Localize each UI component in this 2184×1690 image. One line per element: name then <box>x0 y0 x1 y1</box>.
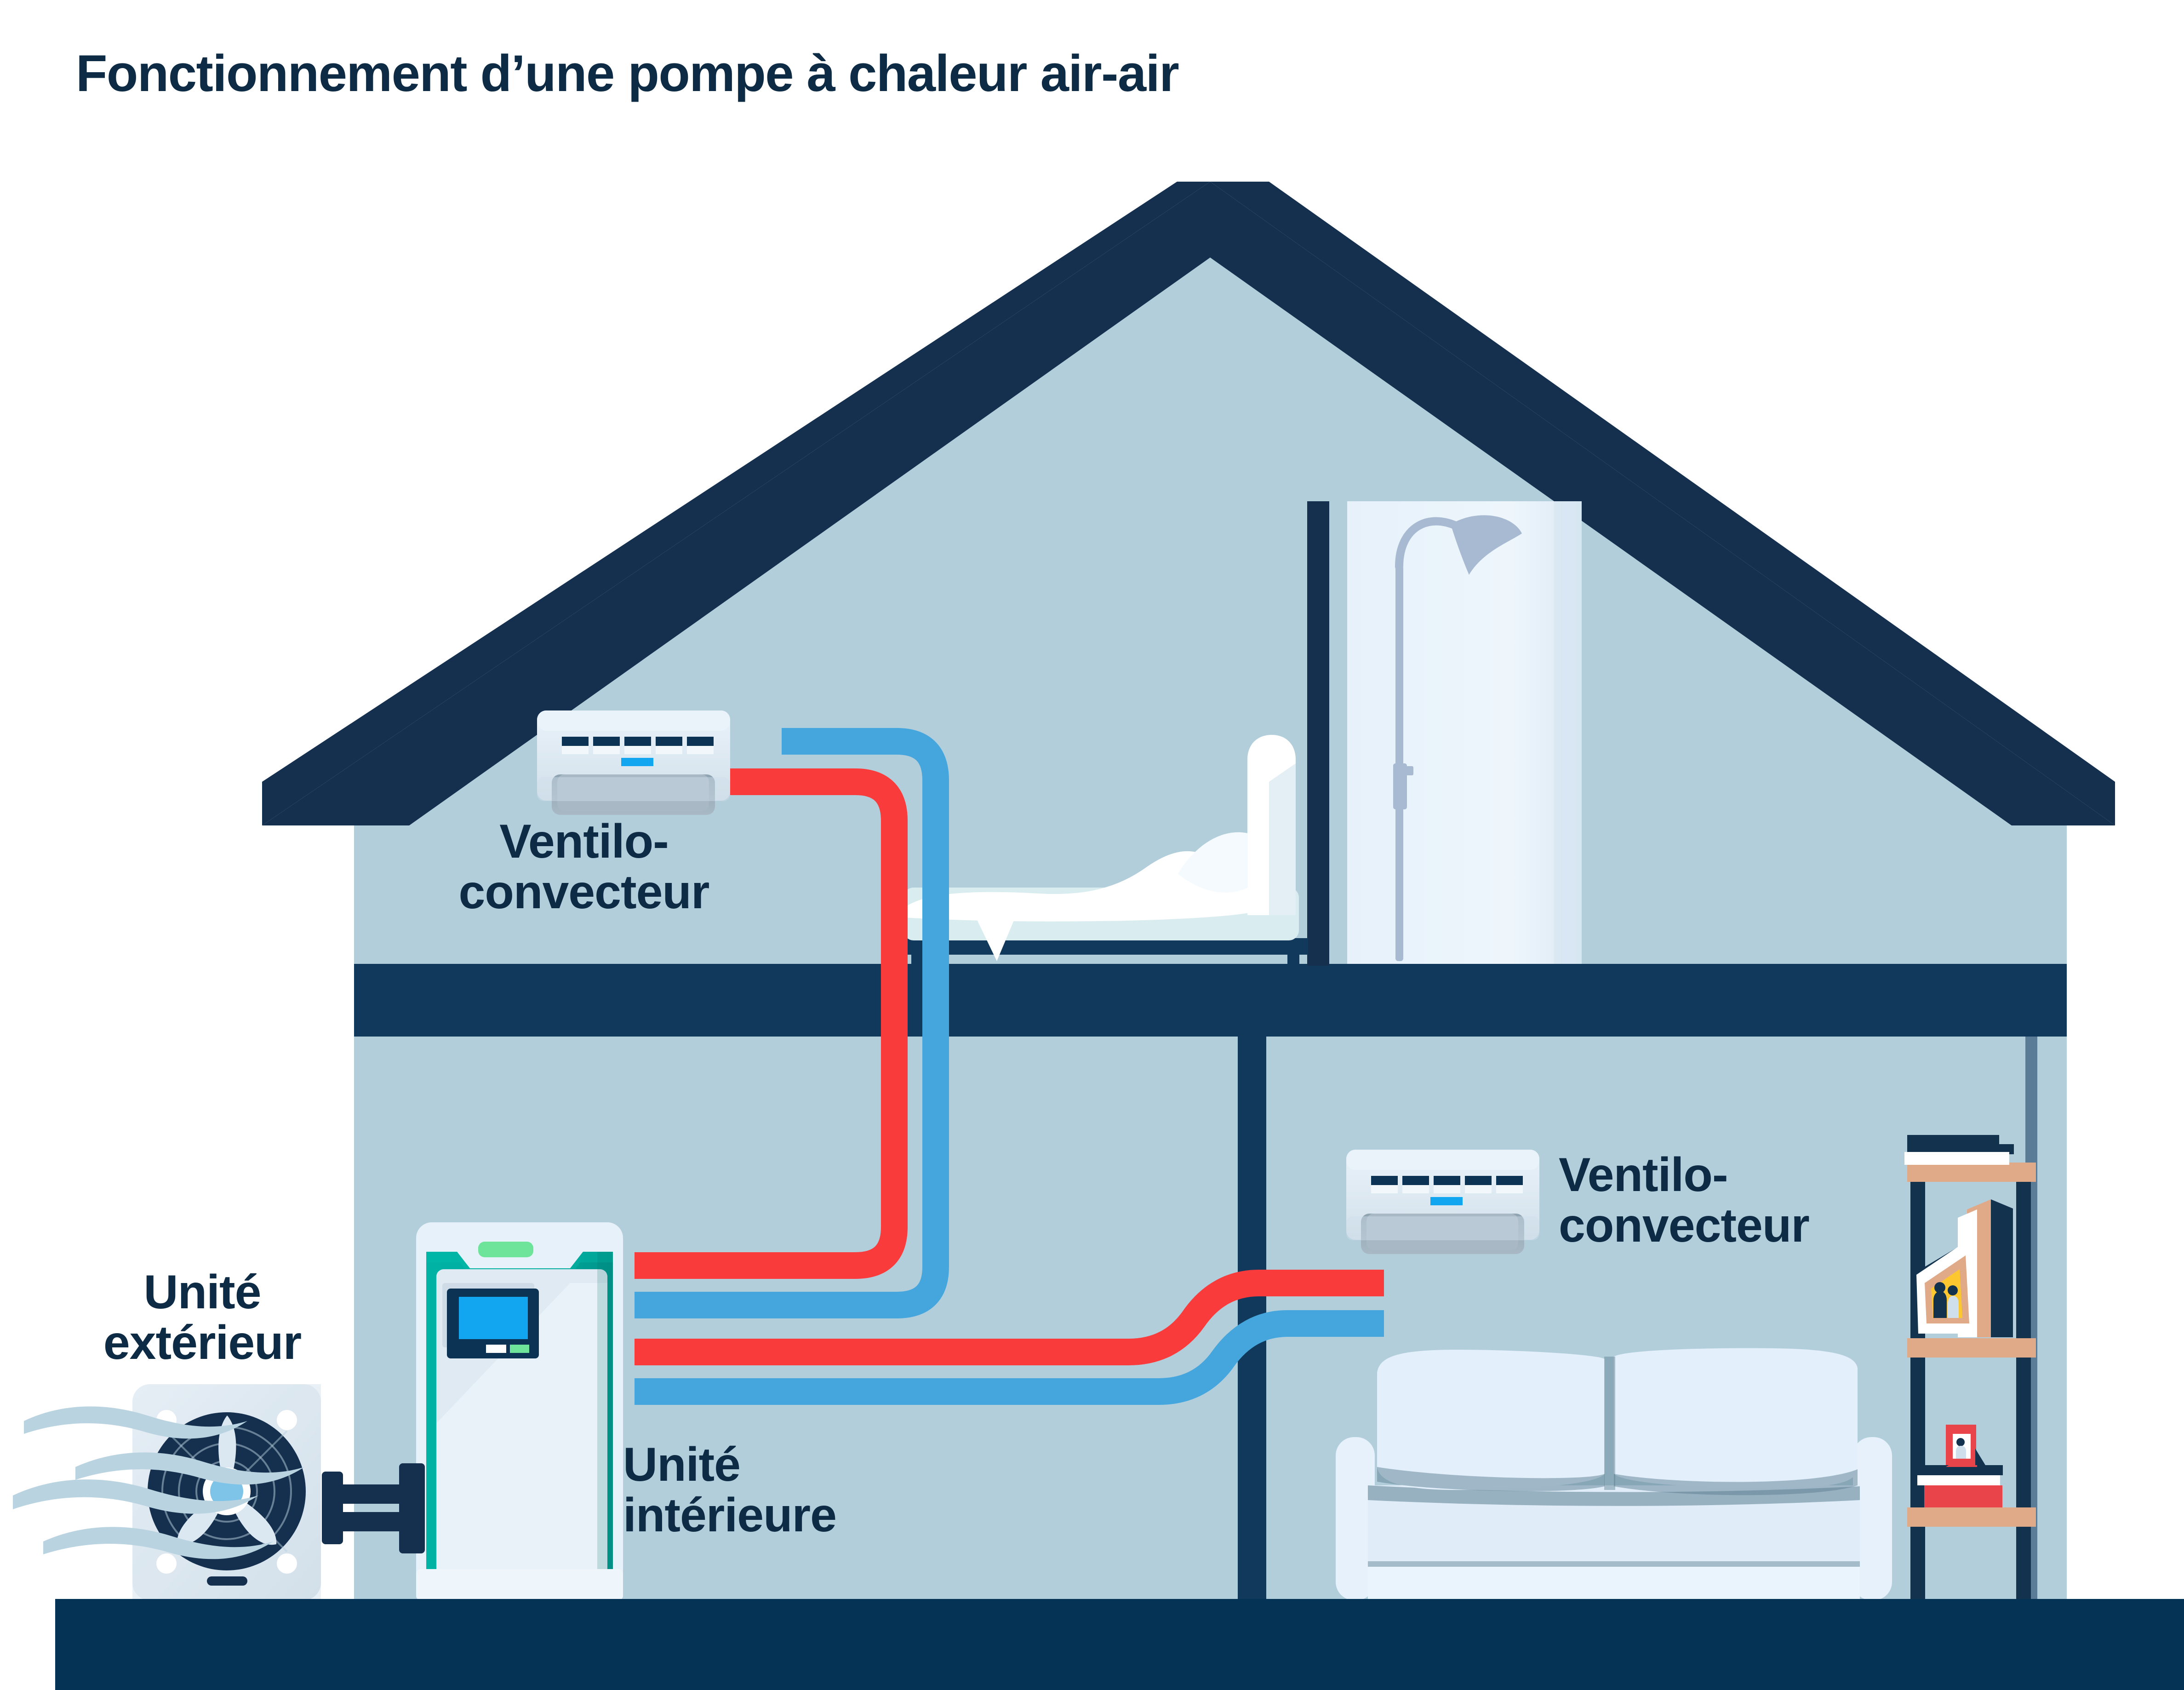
label-line-2: extérieur <box>103 1316 302 1370</box>
label-line-2: intérieure <box>623 1489 837 1542</box>
indoor-unit[interactable] <box>416 1222 623 1600</box>
label-line-1: Unité <box>143 1266 262 1319</box>
screw-icon <box>277 1410 297 1430</box>
label-line-2: convecteur <box>1559 1199 1810 1253</box>
sofa <box>1336 1348 1892 1600</box>
page-title: Fonctionnement d’une pompe à chaleur air… <box>76 45 1179 102</box>
unit-connector <box>322 1463 425 1553</box>
label-unite-exterieur: Unité extérieur <box>32 1267 372 1368</box>
label-ventilo-convecteur-downstairs: Ventilo- convecteur <box>1559 1150 1908 1251</box>
label-unite-interieure: Unité intérieure <box>623 1439 945 1541</box>
display-screen <box>459 1297 528 1339</box>
label-line-2: convecteur <box>458 865 710 919</box>
fan-coil-unit-upstairs[interactable] <box>537 710 730 815</box>
shower-head-icon <box>1451 515 1522 575</box>
pipe-hot-upstairs <box>635 768 908 1279</box>
screw-icon <box>277 1553 297 1574</box>
screw-icon <box>156 1553 177 1574</box>
pipe-run-downstairs <box>635 1270 1384 1405</box>
vent-slot <box>207 1576 247 1586</box>
label-ventilo-convecteur-upstairs: Ventilo- convecteur <box>395 816 772 917</box>
label-line-1: Ventilo- <box>1559 1148 1728 1202</box>
floor-slab <box>354 964 2067 1037</box>
pipe-run-upstairs <box>635 728 949 1318</box>
shower-cabin <box>1347 501 1582 964</box>
status-indicator <box>621 758 653 766</box>
airflow-waves <box>13 1406 304 1559</box>
bed <box>899 735 1308 968</box>
pipe-cold-downstairs <box>635 1310 1384 1405</box>
ground <box>55 1599 2184 1690</box>
panel-indicator <box>510 1345 529 1353</box>
status-indicator <box>1430 1197 1463 1205</box>
outdoor-unit[interactable] <box>132 1384 321 1600</box>
label-line-1: Unité <box>623 1438 741 1491</box>
louver-dashes-icon <box>1371 1176 1523 1185</box>
pipe-hot-downstairs <box>635 1270 1384 1365</box>
panel-button <box>486 1345 506 1353</box>
bookshelf <box>1904 1135 2036 1600</box>
fan-coil-unit-downstairs[interactable] <box>1346 1150 1539 1254</box>
power-indicator <box>478 1242 533 1257</box>
pipe-cold-upstairs <box>635 728 949 1318</box>
label-line-1: Ventilo- <box>499 815 669 868</box>
louver-dashes-icon <box>562 737 714 746</box>
roof <box>262 182 2115 825</box>
